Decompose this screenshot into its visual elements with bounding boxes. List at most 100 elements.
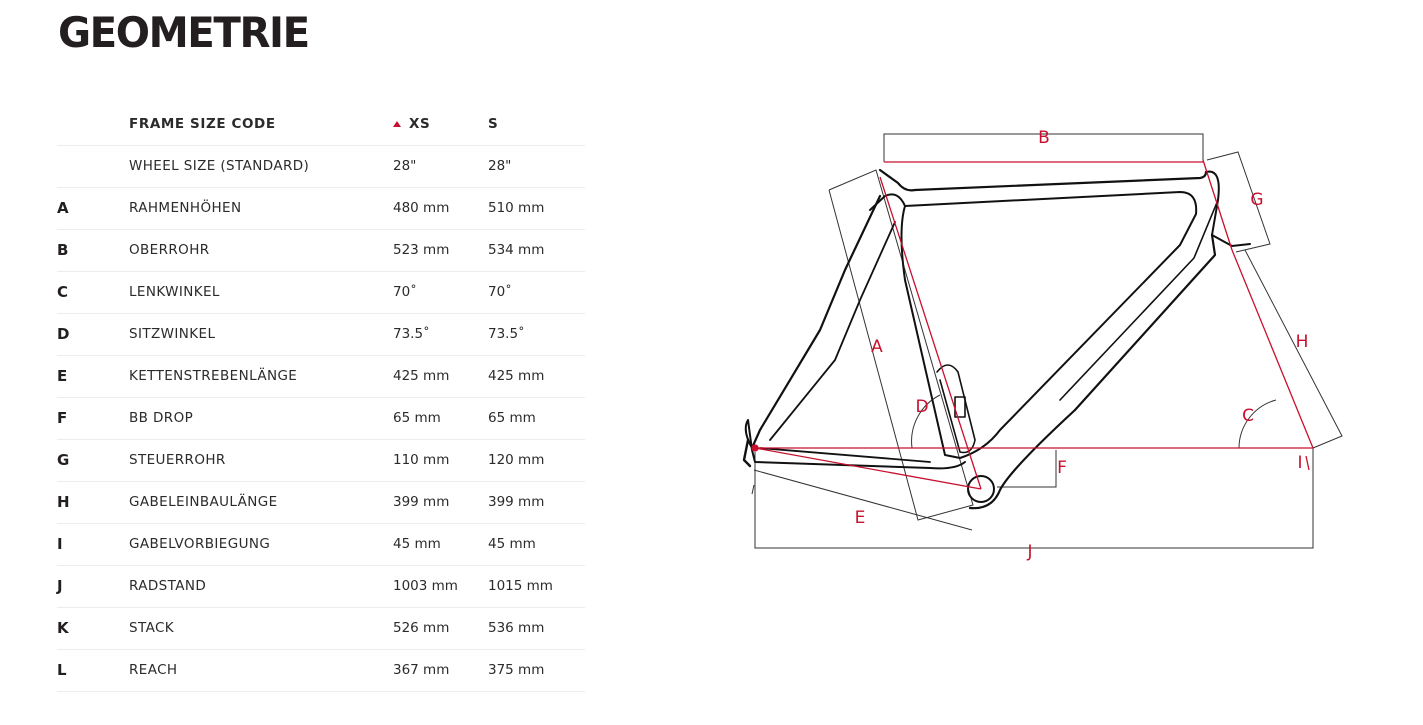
row-label: KETTENSTREBENLÄNGE	[129, 368, 298, 384]
table-row: H GABELEINBAULÄNGE 399 mm 399 mm	[57, 482, 585, 524]
row-value-xs: 1003 mm	[393, 578, 458, 594]
row-value-s: 510 mm	[488, 200, 545, 216]
row-label: STEUERROHR	[129, 452, 226, 468]
dimension-label-b: B	[1038, 128, 1050, 148]
row-letter: I	[57, 535, 63, 553]
page-title: GEOMETRIE	[58, 8, 310, 57]
dimension-label-h: H	[1296, 332, 1309, 352]
seat-angle-arc	[911, 394, 941, 449]
head-tube-bracket	[1206, 151, 1271, 253]
row-value-xs: 73.5˚	[393, 326, 430, 342]
row-value-s: 65 mm	[488, 410, 536, 426]
row-letter: B	[57, 241, 69, 259]
fork-length-bracket	[1244, 249, 1343, 449]
bb-drop-bracket	[997, 450, 1057, 488]
row-value-xs: 110 mm	[393, 452, 450, 468]
row-letter: E	[57, 367, 68, 385]
seat-tube-bottle-slot	[936, 364, 976, 454]
header-size-xs-label: XS	[409, 116, 431, 132]
row-value-xs: 45 mm	[393, 536, 441, 552]
front-triangle-inner	[900, 191, 1198, 459]
dim-line-fork-offset	[1305, 455, 1310, 471]
rear-dropout	[742, 438, 752, 468]
row-value-s: 45 mm	[488, 536, 536, 552]
dimension-label-j: J	[1026, 542, 1032, 562]
table-row: G STEUERROHR 110 mm 120 mm	[57, 440, 585, 482]
seat-tube-length-bracket	[828, 169, 974, 521]
dimension-label-d: D	[915, 397, 928, 417]
row-label: GABELEINBAULÄNGE	[129, 494, 278, 510]
dim-line-head-tube	[1202, 159, 1233, 251]
row-letter: C	[57, 283, 69, 301]
row-letter: A	[57, 199, 69, 217]
row-letter: D	[57, 325, 70, 343]
row-letter: G	[57, 451, 70, 469]
head-angle-arc	[1238, 399, 1277, 449]
dim-line-seat-tube	[879, 176, 982, 490]
row-label: GABELVORBIEGUNG	[129, 536, 271, 552]
row-label: REACH	[129, 662, 178, 678]
row-value-xs: 65 mm	[393, 410, 441, 426]
header-size-s[interactable]: S	[488, 116, 499, 132]
row-letter: H	[57, 493, 70, 511]
wheel-size-label: WHEEL SIZE (STANDARD)	[129, 158, 310, 174]
row-label: RADSTAND	[129, 578, 207, 594]
dimension-label-i: I	[1297, 453, 1302, 473]
row-value-s: 73.5˚	[488, 326, 525, 342]
dimension-label-f: F	[1057, 458, 1067, 478]
down-tube-inner-line	[1059, 199, 1219, 401]
top-tube-dimension-bracket	[883, 133, 1204, 162]
row-value-s: 534 mm	[488, 242, 545, 258]
row-value-xs: 399 mm	[393, 494, 450, 510]
chainstay-guide-bottom	[753, 469, 973, 531]
row-letter: L	[57, 661, 67, 679]
dimension-label-g: G	[1250, 190, 1263, 210]
table-row: I GABELVORBIEGUNG 45 mm 45 mm	[57, 524, 585, 566]
row-label: BB DROP	[129, 410, 194, 426]
seat-stay-lower	[769, 221, 896, 441]
row-value-s: 70˚	[488, 284, 512, 300]
header-frame-size-code: FRAME SIZE CODE	[129, 116, 276, 132]
chainstay-lower	[759, 447, 931, 463]
wheelbase-bracket	[754, 448, 1314, 549]
chainstay-upper	[744, 419, 966, 470]
triangle-up-icon	[393, 121, 401, 127]
row-label: RAHMENHÖHEN	[129, 200, 242, 216]
dimension-label-c: C	[1242, 406, 1254, 426]
down-tube-lower-edge	[968, 233, 1217, 510]
table-row: L REACH 367 mm 375 mm	[57, 650, 585, 692]
dimension-label-a: A	[871, 337, 883, 357]
row-value-xs: 526 mm	[393, 620, 450, 636]
row-value-s: 375 mm	[488, 662, 545, 678]
row-value-s: 120 mm	[488, 452, 545, 468]
row-value-xs: 523 mm	[393, 242, 450, 258]
row-value-xs: 480 mm	[393, 200, 450, 216]
head-tube-front	[1205, 170, 1251, 247]
seat-stay-upper	[750, 194, 882, 450]
dim-line-fork	[1231, 249, 1314, 449]
table-row: A RAHMENHÖHEN 480 mm 510 mm	[57, 188, 585, 230]
row-value-s: 1015 mm	[488, 578, 553, 594]
row-value-xs: 367 mm	[393, 662, 450, 678]
top-tube-upper-edge	[878, 168, 1208, 192]
row-label: STACK	[129, 620, 175, 636]
row-value-s: 536 mm	[488, 620, 545, 636]
wheel-size-row: WHEEL SIZE (STANDARD) 28" 28"	[57, 146, 585, 188]
table-header-row: FRAME SIZE CODE XS S	[57, 104, 585, 146]
bottom-bracket-shell	[967, 475, 995, 503]
wheel-size-xs: 28"	[393, 158, 417, 174]
row-value-s: 399 mm	[488, 494, 545, 510]
row-value-xs: 70˚	[393, 284, 417, 300]
row-value-s: 425 mm	[488, 368, 545, 384]
rear-axle-point	[751, 444, 759, 452]
table-row: J RADSTAND 1003 mm 1015 mm	[57, 566, 585, 608]
dimension-label-e: E	[855, 508, 866, 528]
seat-cluster	[869, 193, 906, 211]
row-letter: J	[57, 577, 63, 595]
header-size-xs[interactable]: XS	[393, 104, 430, 145]
